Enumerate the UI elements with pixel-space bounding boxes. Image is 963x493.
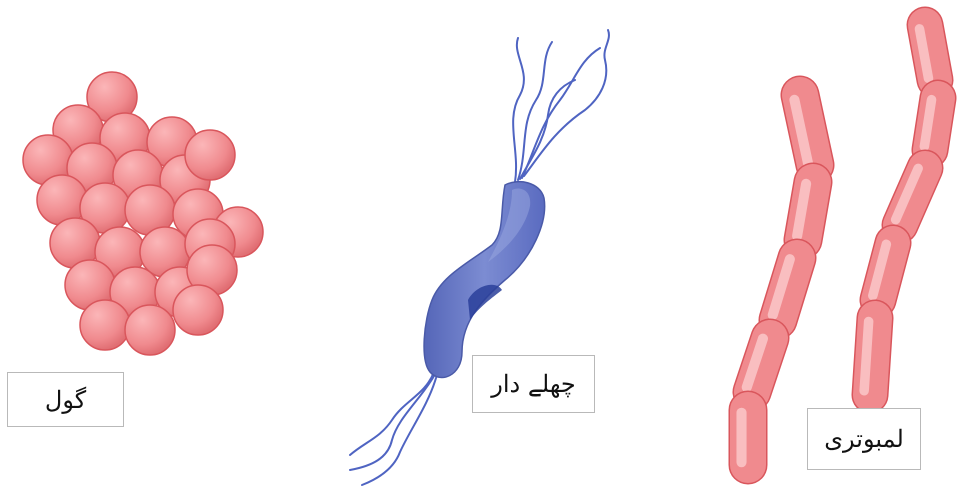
coccus-cell [185,130,235,180]
label-rods-text: لمبوتری [824,425,904,453]
bacillus-cell [794,95,815,165]
bacillus-cell [896,168,925,225]
coccus-cell [80,300,130,350]
bacillus-cell [864,318,875,395]
flagella-bottom [350,372,436,485]
bacillus-chain-icon [742,25,938,465]
bacillus-cell [873,243,893,300]
flagella-top [513,30,609,182]
bacillus-cell [747,338,770,392]
label-spiral-text: چھلے دار [491,370,575,398]
label-cocci: گول [7,372,124,427]
coccus-cell [173,285,223,335]
label-cocci-text: گول [45,386,86,414]
bacillus-cell [773,258,797,320]
flagellated-spirillum-icon [350,30,609,485]
bacillus-cell [742,410,748,465]
coccus-cell [125,305,175,355]
bacillus-cell [924,98,938,150]
label-rods: لمبوتری [807,408,921,470]
bacillus-cell [919,25,935,80]
bacillus-cell [797,182,813,240]
coccus-cluster-icon [23,72,263,355]
label-spiral: چھلے دار [472,355,595,413]
coccus-cell [37,175,87,225]
